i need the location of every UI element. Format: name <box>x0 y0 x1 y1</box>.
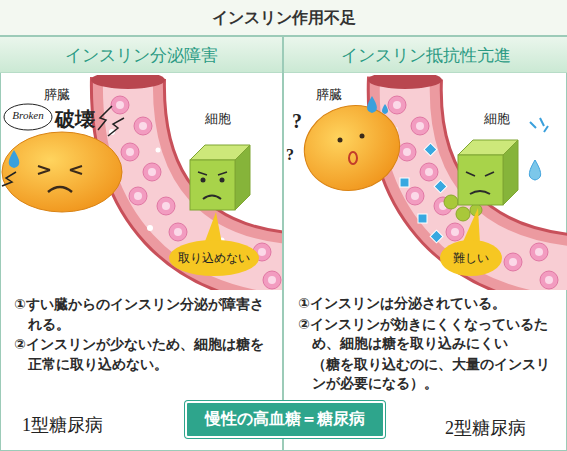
blood-vessel <box>388 96 406 114</box>
speech-cloud <box>4 104 52 130</box>
lightning-marks <box>98 106 112 130</box>
blood-vessel <box>263 271 281 289</box>
blood-vessel <box>134 117 152 135</box>
lightning-marks <box>2 106 124 186</box>
cell-cube <box>529 160 540 180</box>
panel: インスリン分泌障害 ①すい臓からのインスリン分泌が障害される。②インスリンが少ない… <box>0 37 284 451</box>
insulin-marks <box>424 143 437 156</box>
cell-cube <box>458 155 503 205</box>
cell-cube <box>203 196 221 200</box>
cell-cube <box>466 172 494 176</box>
blood-vessel <box>156 148 161 153</box>
cell-cube <box>444 118 548 221</box>
cell-cube <box>190 160 235 210</box>
pancreas <box>2 132 122 212</box>
cell-cube <box>201 178 206 183</box>
pancreas <box>360 134 365 139</box>
pancreas <box>382 104 388 114</box>
lightning-marks <box>2 172 16 186</box>
summary-box: 慢性の高血糖＝糖尿病 <box>185 401 385 438</box>
pancreas <box>2 132 122 212</box>
panel-heading: インスリン抵抗性亢進 <box>284 37 567 73</box>
question-mark: ? <box>292 110 302 133</box>
list-item: ①すい臓からのインスリン分泌が障害される。 <box>14 295 270 334</box>
blood-vessel <box>147 225 153 231</box>
blood-vessel <box>504 253 522 271</box>
blood-vessel <box>398 143 416 161</box>
type-label: 2型糖尿病 <box>445 416 526 440</box>
insulin-marks <box>400 178 409 187</box>
cell-label: 細胞 <box>484 110 510 128</box>
blood-vessel <box>530 243 548 261</box>
pancreas <box>9 150 20 168</box>
pancreas <box>48 187 72 192</box>
pancreas <box>295 95 409 201</box>
organ-label: 膵臓 <box>316 86 342 104</box>
callout-text: 取り込めない <box>178 251 250 266</box>
blood-vessel <box>368 75 442 89</box>
cell-cube <box>470 191 490 194</box>
blood-vessel <box>157 197 175 215</box>
question-mark: ? <box>286 146 294 164</box>
blood-vessel <box>129 187 147 205</box>
summary-text: 慢性の高血糖＝糖尿病 <box>205 409 365 430</box>
list-note: （糖を取り込むのに、大量のインスリンが必要になる）。 <box>298 355 553 394</box>
pancreas <box>70 166 82 174</box>
pancreas <box>295 95 409 201</box>
cell-cube <box>456 207 470 221</box>
cell-label: 細胞 <box>205 110 231 128</box>
organ-label: 膵臓 <box>44 86 70 104</box>
callout-text: 難しい <box>453 251 489 266</box>
insulin-marks <box>418 214 427 223</box>
cell-cube <box>190 145 250 210</box>
lightning-marks <box>108 118 124 136</box>
pancreas <box>38 166 50 174</box>
blood-vessel <box>121 143 139 161</box>
list-item: ②インスリンが少ないため、細胞は糖を正常に取り込めない。 <box>14 335 270 374</box>
blood-vessel <box>420 163 438 181</box>
cell-cube <box>444 195 458 209</box>
pancreas <box>349 152 357 164</box>
cell-cube <box>503 140 518 205</box>
blood-vessel <box>169 223 187 241</box>
list-item: ②インスリンが効きにくくなっているため、細胞は糖を取り込みにくい <box>298 315 553 354</box>
blood-vessel <box>368 75 567 289</box>
broken-text: Broken <box>6 109 50 121</box>
pancreas <box>367 96 377 113</box>
panel-heading: インスリン分泌障害 <box>0 37 282 73</box>
blood-vessel <box>91 75 165 89</box>
list-item: ①インスリンは分泌されている。 <box>298 294 553 314</box>
cell-cube <box>220 178 225 183</box>
type-label: 1型糖尿病 <box>22 413 103 437</box>
cell-cube <box>530 118 548 132</box>
insulin-marks <box>430 230 443 243</box>
blood-vessel <box>111 96 129 114</box>
insulin-marks <box>434 180 447 193</box>
callout-tail <box>462 208 480 244</box>
cell-cube <box>235 145 250 210</box>
blood-vessel <box>540 271 558 289</box>
title-band: インスリン作用不足 <box>0 0 567 37</box>
callout-bubble: 取り込めない <box>169 240 259 276</box>
blood-vessel <box>143 163 161 181</box>
callout-bubble: 難しい <box>440 240 502 276</box>
blood-vessel <box>446 223 464 241</box>
destroyed-label: 破壊 <box>55 106 95 133</box>
cell-cube <box>198 172 227 175</box>
blood-vessel <box>406 187 424 205</box>
blood-vessel <box>411 117 429 135</box>
pancreas <box>338 138 343 143</box>
